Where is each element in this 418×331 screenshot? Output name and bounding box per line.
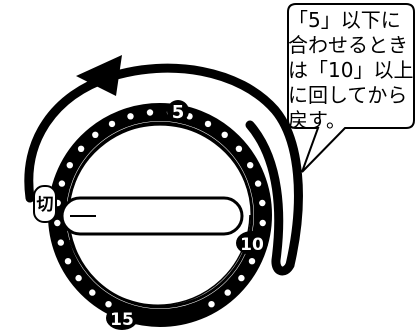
ring-dot	[66, 162, 74, 169]
ring-dot	[146, 109, 154, 116]
ring-dot	[235, 145, 243, 152]
callout-bubble	[287, 3, 415, 173]
ring-dot	[204, 120, 212, 128]
callout-line: は「10」以上	[288, 58, 414, 82]
ring-dot	[54, 219, 61, 227]
ring-dot	[208, 301, 215, 308]
ring-dot	[254, 180, 262, 187]
ring-dot	[58, 180, 66, 187]
ring-dot	[105, 301, 112, 308]
off-label: 切	[37, 195, 54, 215]
dial-ring	[48, 103, 272, 327]
ring-dot	[75, 274, 82, 282]
callout-line: 「5」以下に	[288, 8, 401, 32]
mark-15-label: 15	[110, 310, 134, 330]
ring-dot	[108, 120, 116, 128]
ring-dots	[54, 109, 266, 308]
ring-dot	[238, 274, 245, 282]
rotation-arrow	[24, 55, 303, 276]
ring-dot	[77, 145, 85, 152]
ring-dot	[221, 131, 228, 138]
ring-dot	[224, 289, 231, 296]
ring-dot	[92, 131, 99, 138]
timer-knob[interactable]	[60, 121, 254, 309]
callout-line: に回してから	[288, 83, 408, 107]
ring-dot	[259, 219, 266, 227]
callout-line: 合わせるとき	[288, 33, 408, 57]
ring-dot	[248, 258, 256, 265]
ring-dot	[127, 113, 134, 120]
knob-grip[interactable]	[60, 196, 244, 236]
mark-5-label: 5	[172, 102, 185, 123]
ring-dot	[247, 162, 254, 169]
callout-text: 「5」以下に 合わせるとき は「10」以上 に回してから 戻す。	[288, 8, 414, 133]
off-mark: 切	[33, 185, 57, 223]
ring-dot	[259, 199, 266, 207]
arrow-head-icon	[76, 55, 122, 96]
mark-5: 5	[167, 100, 189, 123]
ring-dot	[57, 239, 64, 246]
mark-10-label: 10	[240, 235, 264, 255]
mark-10: 10	[236, 231, 268, 255]
callout-line: 戻す。	[288, 108, 346, 132]
mark-15: 15	[106, 306, 138, 330]
ring-dot	[89, 289, 96, 296]
ring-dot	[64, 258, 72, 265]
